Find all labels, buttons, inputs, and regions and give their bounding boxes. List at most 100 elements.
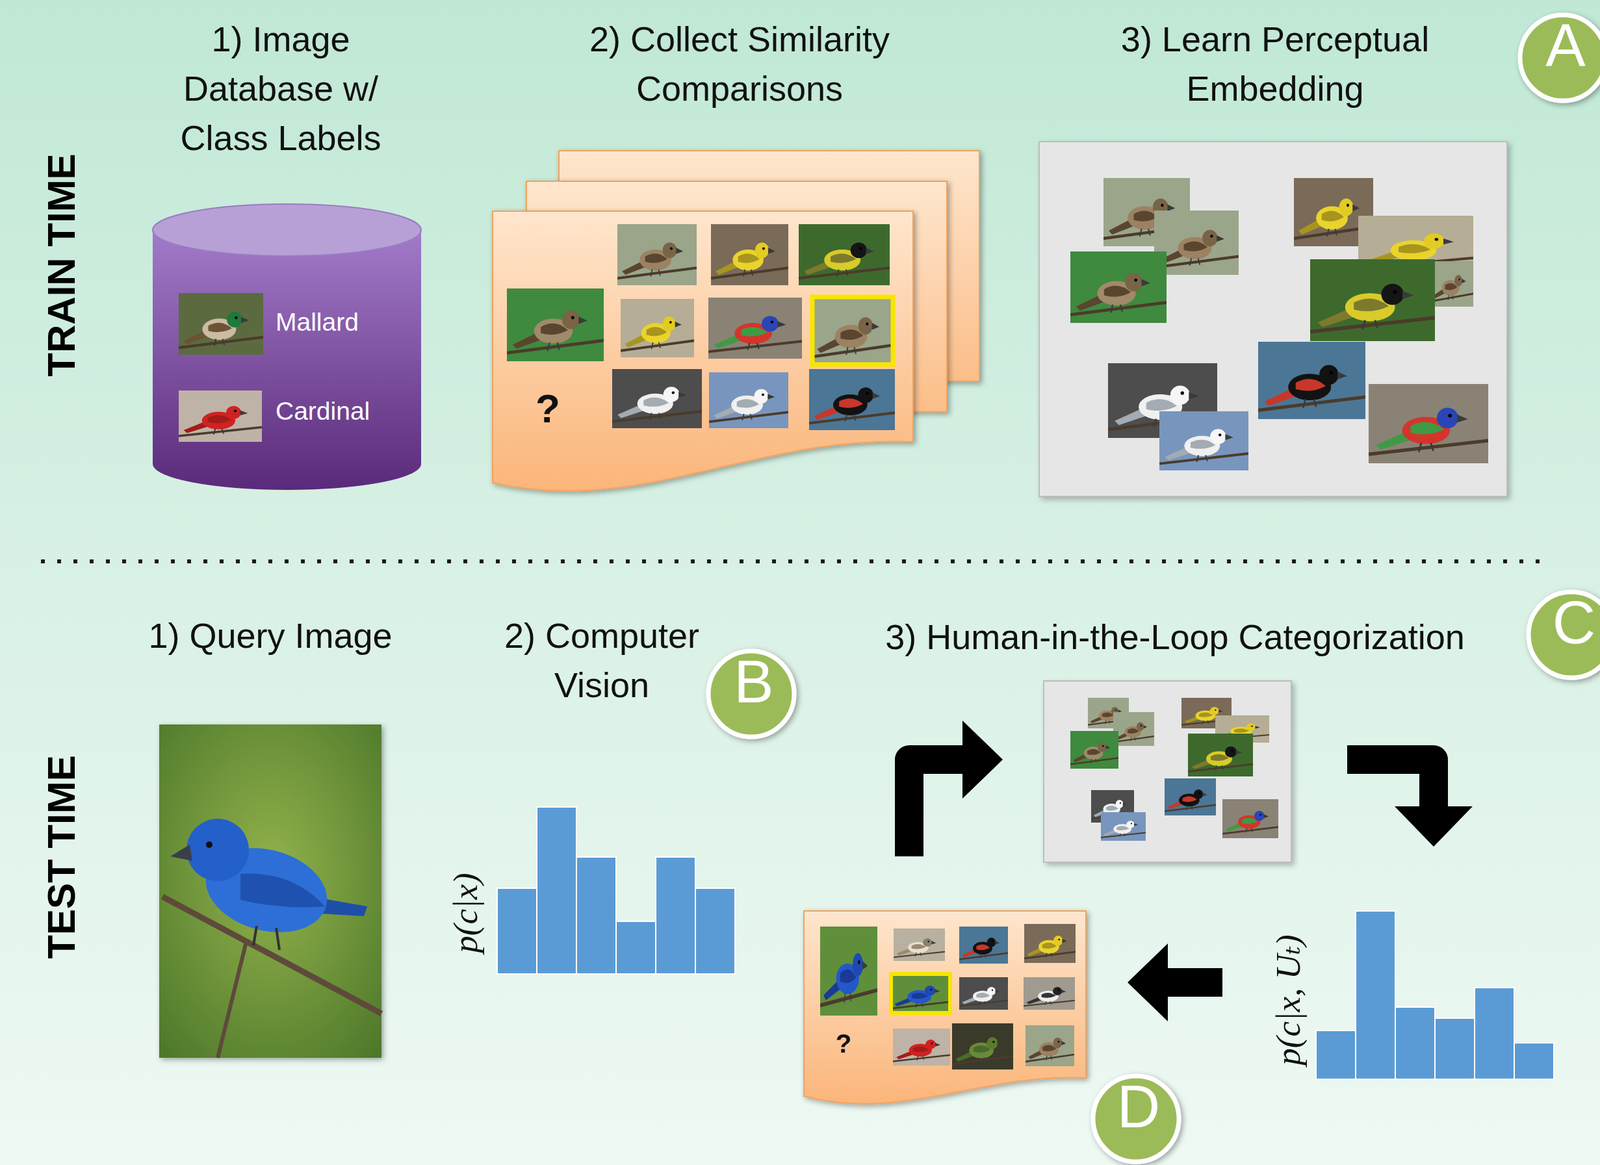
question-mark: ? [835,1029,852,1059]
step-badge: B [705,647,803,741]
flow-arrow [909,720,1003,857]
bird-photo [798,224,890,286]
bird-photo [809,369,895,431]
bird-photo [709,372,789,429]
query-photo [159,724,382,1059]
bird-photo [952,1023,1014,1070]
dotted-divider [40,559,1541,564]
bird-photo [178,293,264,355]
bird-wing [240,874,325,908]
step-badge: D [1089,1072,1188,1165]
bar [1395,1007,1435,1080]
bird-photo [1310,259,1435,342]
step-heading: 3) Learn Perceptual Embedding [1086,14,1464,114]
card [492,211,914,492]
comparison-cards: 2) Collect Similarity Comparisons? [492,150,981,500]
arrow-head [962,720,1003,799]
cylinder-top [152,204,422,257]
bar-chart [497,807,736,975]
arrow-shaft [909,759,964,857]
flow-arrow [1347,759,1473,847]
bar [616,921,656,975]
bird-photo [820,926,878,1016]
arrow-shaft [1347,759,1434,808]
step-heading: 2) Computer Vision [465,610,739,710]
bird-photo [1222,799,1279,839]
bird-eye [206,841,213,849]
bird-photo [1070,731,1119,769]
database-cylinder: 1) Image Database w/ Class LabelsMallard… [152,204,422,491]
bird-photo [1023,977,1075,1010]
badge-letter: C [1525,588,1600,658]
bar [1514,1043,1554,1080]
axis-label: p(c|x, Uₜ) [1267,934,1308,1066]
step-badge: A [1516,11,1600,104]
bird-photo [1024,924,1076,964]
bird-photo [1164,778,1216,816]
probability-chart: p(c|x, Uₜ) [1265,907,1556,1083]
bird-photo [617,224,697,286]
cylinder-body [152,230,422,491]
bird-photo [1154,210,1239,275]
step-heading: 1) Image Database w/ Class Labels [163,14,398,163]
bird-head [186,818,249,882]
card [803,911,1086,1105]
bar [576,857,617,975]
twig [217,939,247,1059]
flow-arrow [1127,943,1223,1022]
badge-letter: B [705,647,803,717]
bird-photo [612,369,702,429]
step-heading: 1) Query Image [148,610,392,661]
embedding-panel: 3) Human-in-the-Loop Categorization [1043,680,1292,864]
section-label: TRAIN TIME [38,153,84,377]
section-label: TEST TIME [38,755,84,959]
bar [1434,1018,1475,1080]
photo-ground [159,724,382,1059]
bird-photo [892,1028,951,1066]
arrow-shaft [1166,968,1223,997]
step-heading: 3) Human-in-the-Loop Categorization [885,612,1465,662]
step-badge: C [1525,588,1600,682]
class-label: Cardinal [275,397,370,426]
bird-photo [1100,812,1146,841]
bar-chart [1265,907,1556,1083]
bird-photo [1187,733,1253,777]
bar [497,888,537,975]
embedding-panel: 3) Learn Perceptual Embedding [1038,141,1508,498]
bird-photo [890,974,951,1014]
bird-photo [1025,1025,1075,1067]
selection-frame [890,974,951,1014]
comparison-card: ? [803,911,1086,1108]
bird-photo [620,298,695,358]
badge-letter: A [1516,11,1600,80]
bird-photo [959,926,1008,964]
bar [536,807,577,975]
bird-photo [893,928,945,962]
card-stack-shape [492,150,981,500]
bird-photo [506,288,604,362]
bar [1355,911,1396,1080]
embedding-shape [1044,681,1294,865]
bird-photo [1159,411,1249,471]
bird-photo [178,390,262,442]
selection-frame [812,296,893,365]
bar [655,857,696,975]
question-mark: ? [535,385,561,432]
step-heading: 2) Collect Similarity Comparisons [557,14,922,114]
bird-beak [170,844,193,862]
bird-photo [812,296,893,365]
bar [695,888,736,975]
class-label: Mallard [275,308,359,337]
cylinder-shape [152,204,422,491]
bird-photo [1258,341,1366,420]
bird-legs [253,926,280,951]
bird-photo [1113,712,1155,747]
card-shape [803,911,1086,1108]
badge-letter: D [1089,1072,1188,1142]
axis-label: p(c|x) [445,872,485,953]
bird-photo [708,297,802,359]
arrow-head [1127,943,1168,1022]
arrow-head [1394,806,1473,847]
bird-photo [1070,251,1167,323]
bird-photo [1429,261,1474,307]
